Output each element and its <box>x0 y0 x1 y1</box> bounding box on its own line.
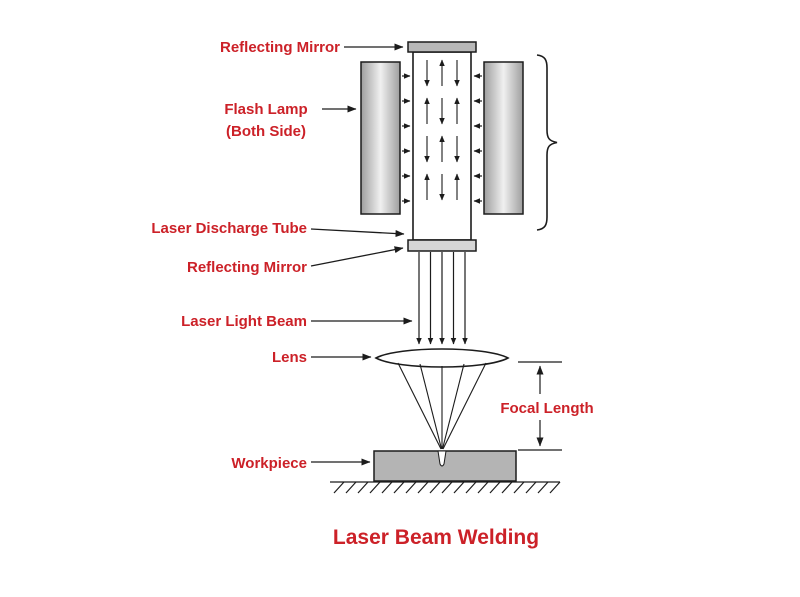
pump-arrows-right <box>473 73 482 204</box>
label-leader-arrows <box>310 43 413 466</box>
workpiece-block <box>373 450 517 482</box>
laser-light-beam-label: Laser Light Beam <box>181 313 307 330</box>
lens-label: Lens <box>272 349 307 366</box>
focal-length-dimension <box>518 361 562 451</box>
reflecting-mirror-bottom-label: Reflecting Mirror <box>187 259 307 276</box>
weld-keyhole <box>437 450 447 467</box>
assembly-brace <box>536 54 558 231</box>
laser-discharge-tube-label: Laser Discharge Tube <box>151 220 307 237</box>
focal-length-label: Focal Length <box>500 400 593 417</box>
diagram-title: Laser Beam Welding <box>333 526 539 549</box>
flash-lamp-right <box>483 61 524 215</box>
tube-photon-arrows <box>424 59 460 201</box>
pump-arrows-left <box>402 73 411 204</box>
reflecting-mirror-bottom <box>407 239 477 252</box>
reflecting-mirror-top <box>407 41 477 53</box>
ground-hatching <box>330 481 561 494</box>
reflecting-mirror-top-label: Reflecting Mirror <box>220 39 340 56</box>
workpiece-label: Workpiece <box>231 455 307 472</box>
flash-lamp-label-line2: (Both Side) <box>226 123 306 140</box>
laser-beam-lines <box>416 252 468 345</box>
flash-lamp-label-line1: Flash Lamp <box>224 101 307 118</box>
flash-lamp-left <box>360 61 401 215</box>
focused-rays <box>397 362 487 450</box>
lens-shape <box>374 348 510 368</box>
